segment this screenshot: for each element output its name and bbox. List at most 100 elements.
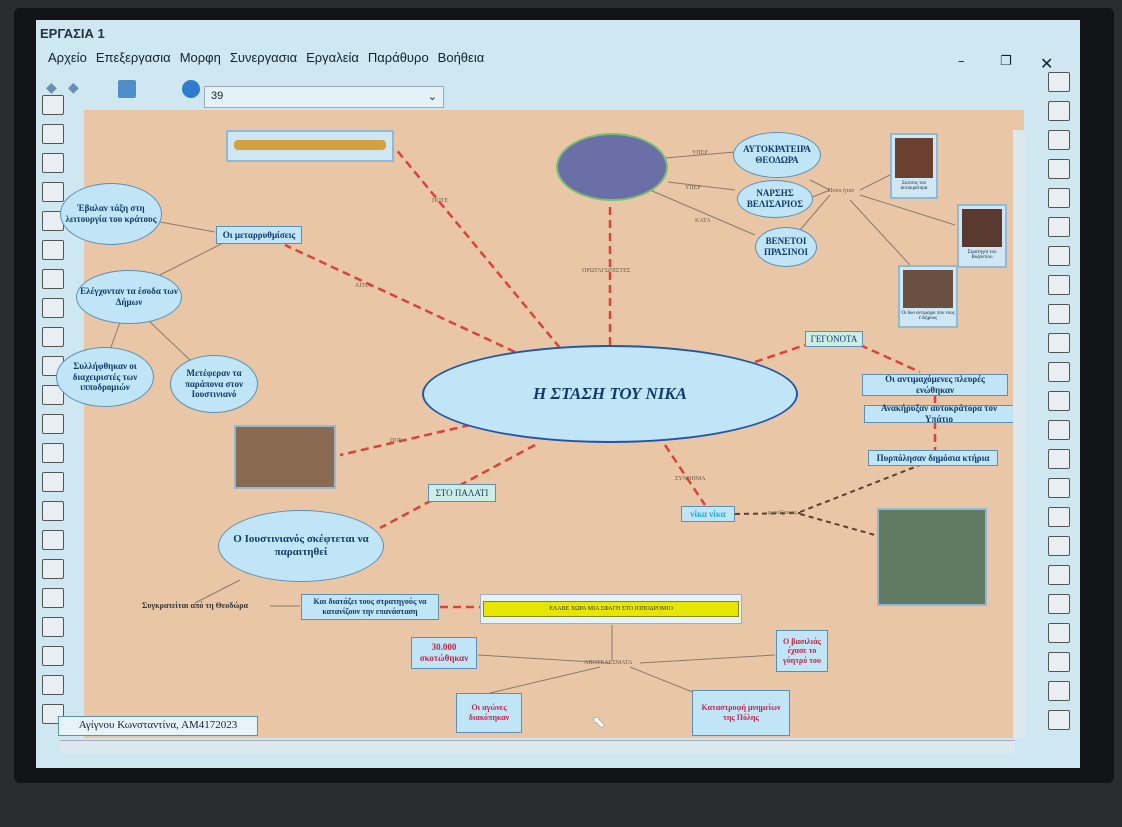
image-node-2[interactable]: Στρατηγοί του Βυζαντίου	[957, 204, 1007, 268]
smartboard-tool-button[interactable]	[42, 501, 64, 521]
node-nika-slogan[interactable]: νίκα νίκα	[681, 506, 735, 522]
link-label-fonazontas: φωνάζοντας	[768, 510, 798, 516]
node-event-3[interactable]: Πυρπόλησαν δημόσια κτήρια	[868, 450, 998, 466]
node-reforms[interactable]: Οι μεταρρυθμίσεις	[216, 226, 302, 244]
node-venetoi[interactable]: ΒΕΝΕΤΟΙ ΠΡΑΣΙΝΟΙ	[755, 227, 817, 267]
smartboard-tool-button[interactable]	[1048, 652, 1070, 672]
smartboard-tool-button[interactable]	[42, 182, 64, 202]
smartboard-tool-button[interactable]	[1048, 710, 1070, 730]
menu-format[interactable]: Μορφη	[179, 50, 221, 65]
smartboard-tool-button[interactable]	[42, 153, 64, 173]
link-label-apotelesmata: ΑΠΟΤΕΛΕΣΜΑΤΑ	[584, 660, 633, 666]
node-center-nika-riot[interactable]: Η ΣΤΑΣΗ ΤΟΥ ΝΙΚΑ	[422, 345, 798, 443]
link-label-kata: ΚΑΤΑ	[695, 218, 711, 224]
smartboard-tool-button[interactable]	[1048, 217, 1070, 237]
node-result-2[interactable]: Ο βασιλιάς έχασε το γόητρό του	[776, 630, 828, 672]
hippodrome-image[interactable]	[234, 425, 336, 489]
justinian-portrait-node[interactable]	[556, 133, 668, 201]
minimize-icon[interactable]: –	[958, 54, 965, 69]
smartboard-tool-button[interactable]	[1048, 188, 1070, 208]
node-result-4[interactable]: Καταστροφή μνημείων της Πόλης	[692, 690, 790, 736]
smartboard-tool-button[interactable]	[1048, 101, 1070, 121]
smartboard-tool-button[interactable]	[1048, 333, 1070, 353]
timeline-arrow	[234, 140, 386, 150]
node-reform-4[interactable]: Μετέφεραν τα παράπονα στον Ιουστινιανό	[170, 355, 258, 413]
smartboard-tool-button[interactable]	[1048, 449, 1070, 469]
node-events[interactable]: ΓΕΓΟΝΟΤΑ	[805, 331, 863, 347]
window-title: ΕΡΓΑΣΙΑ 1	[40, 26, 105, 41]
menu-edit[interactable]: Επεξεργασια	[95, 50, 171, 65]
image-node-3[interactable]: Οι δυο αντιμαχοι που τους έ Δήμους	[898, 265, 958, 328]
smartboard-tool-button[interactable]	[1048, 130, 1070, 150]
menu-window[interactable]: Παράθυρο	[367, 50, 429, 65]
forward-icon[interactable]: ◆	[68, 81, 79, 96]
smartboard-tool-button[interactable]	[1048, 72, 1070, 92]
smartboard-tool-button[interactable]	[1048, 478, 1070, 498]
node-reform-2[interactable]: Ελέγχονταν τα έσοδα των Δήμων	[76, 270, 182, 324]
smartboard-tool-button[interactable]	[42, 530, 64, 550]
smartboard-tool-button[interactable]	[42, 472, 64, 492]
label-held-by-theodora[interactable]: Συγκρατείται από τη Θεοδώρα	[142, 601, 248, 610]
close-icon[interactable]: ✕	[1040, 54, 1054, 73]
smartboard-tool-button[interactable]	[42, 559, 64, 579]
smartboard-tool-button[interactable]	[1048, 362, 1070, 382]
node-palace[interactable]: ΣΤΟ ΠΑΛΑΤΙ	[428, 484, 496, 502]
node-event-1[interactable]: Οι αντιμαχόμενες πλευρές ενώθηκαν	[862, 374, 1008, 396]
menu-collaboration[interactable]: Συνεργασια	[229, 50, 298, 65]
menu-tools[interactable]: Εργαλεία	[306, 50, 359, 65]
back-icon[interactable]: ◆	[46, 81, 57, 96]
smartboard-tool-button[interactable]	[42, 414, 64, 434]
smartboard-tool-button[interactable]	[1048, 507, 1070, 527]
riot-painting-image[interactable]	[877, 508, 987, 606]
horizontal-scrollbar[interactable]	[60, 740, 1015, 754]
image-caption: Σκίτσος του αυτοκράτορα	[900, 181, 928, 191]
smartboard-tool-button[interactable]	[1048, 623, 1070, 643]
zoom-value: 39	[211, 90, 224, 102]
smartboard-tool-button[interactable]	[42, 646, 64, 666]
node-reform-3[interactable]: Συλλήφθηκαν οι διαχειριστές των ιπποδρομ…	[56, 347, 154, 407]
timeline-image[interactable]	[226, 130, 394, 162]
smartboard-tool-button[interactable]	[1048, 681, 1070, 701]
smartboard-tool-button[interactable]	[1048, 391, 1070, 411]
smartboard-tool-button[interactable]	[42, 124, 64, 144]
image-node-1[interactable]: Σκίτσος του αυτοκράτορα	[890, 133, 938, 199]
vertical-scrollbar[interactable]	[1013, 130, 1025, 738]
smartboard-tool-button[interactable]	[42, 443, 64, 463]
smartboard-tool-button[interactable]	[1048, 420, 1070, 440]
node-result-1[interactable]: 30.000 σκοτώθηκαν	[411, 637, 477, 669]
massacre-node-frame[interactable]: ΕΛΑΒΕ ΧΩΡΑ ΜΙΑ ΣΦΑΓΗ ΣΤΟ ΙΠΠΟΔΡΟΜΙΟ	[480, 594, 742, 624]
smartboard-tool-button[interactable]	[42, 298, 64, 318]
node-reform-1[interactable]: Έβαλαν τάξη στη λειτουργία του κράτους	[60, 183, 162, 245]
zoom-select[interactable]: 39⌄	[204, 86, 444, 108]
menu-file[interactable]: Αρχείο	[48, 50, 87, 65]
smartboard-tool-button[interactable]	[1048, 304, 1070, 324]
smartboard-tool-button[interactable]	[1048, 565, 1070, 585]
smartboard-tool-button[interactable]	[1048, 536, 1070, 556]
smartboard-tool-button[interactable]	[42, 588, 64, 608]
smartboard-tool-button[interactable]	[1048, 275, 1070, 295]
zoom-icon[interactable]	[182, 80, 200, 98]
smartboard-tool-button[interactable]	[1048, 594, 1070, 614]
node-narses[interactable]: ΝΑΡΣΗΣ ΒΕΛΙΣΑΡΙΟΣ	[737, 180, 813, 218]
smartboard-tool-button[interactable]	[42, 269, 64, 289]
node-orders-generals[interactable]: Και διατάζει τους στρατηγούς να κατανίζο…	[301, 594, 439, 620]
smartboard-tool-button[interactable]	[42, 327, 64, 347]
mouse-cursor-icon: ⬉	[592, 714, 606, 731]
smartboard-tool-button[interactable]	[42, 95, 64, 115]
layout-icon[interactable]	[118, 80, 136, 98]
link-label-synthima: ΣΥΝΘΗΜΑ	[675, 476, 706, 482]
smartboard-tool-button[interactable]	[1048, 159, 1070, 179]
smartboard-tool-button[interactable]	[42, 617, 64, 637]
restore-icon[interactable]: ❐	[1000, 54, 1012, 69]
smartboard-tool-button[interactable]	[42, 240, 64, 260]
node-theodora[interactable]: ΑΥΤΟΚΡΑΤΕΙΡΑ ΘΕΟΔΩΡΑ	[733, 132, 821, 178]
menu-help[interactable]: Βοήθεια	[437, 50, 485, 65]
link-label-pou: ΠΟΥ	[390, 438, 403, 444]
node-justinian-resign[interactable]: Ο Ιουστινιανός σκέφτεται να παραιτηθεί	[218, 510, 384, 582]
node-event-2[interactable]: Ανακήρυξαν αυτοκράτορα τον Υπάτιο	[864, 403, 1014, 424]
smartboard-tool-button[interactable]	[42, 675, 64, 695]
image-caption: Οι δυο αντιμαχοι που τους έ Δήμους	[901, 311, 955, 321]
smartboard-tool-button[interactable]	[1048, 246, 1070, 266]
link-label-yper: ΥΠΕΡ	[692, 150, 708, 156]
node-result-3[interactable]: Οι αγώνες διακόπηκαν	[456, 693, 522, 733]
